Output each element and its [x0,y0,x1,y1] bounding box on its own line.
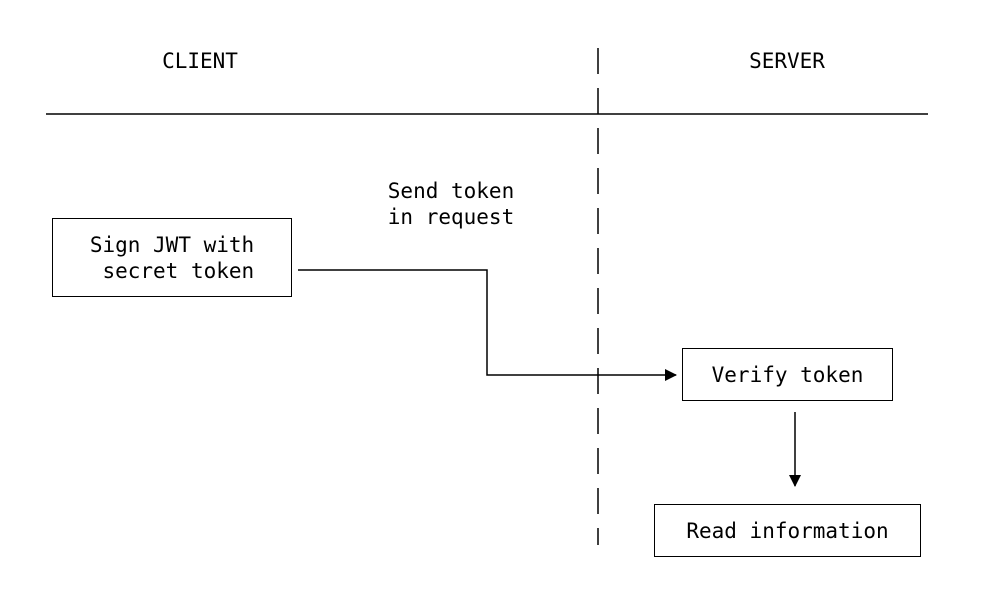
lane-label-server: SERVER [749,49,825,73]
lane-label-client: CLIENT [162,49,238,73]
read-information-node: Read information [654,504,921,557]
send-token-arrow [298,269,677,381]
sign-jwt-node: Sign JWT with secret token [52,218,292,297]
send-token-label: Send token in request [387,179,515,229]
verify-token-node: Verify token [682,348,893,401]
